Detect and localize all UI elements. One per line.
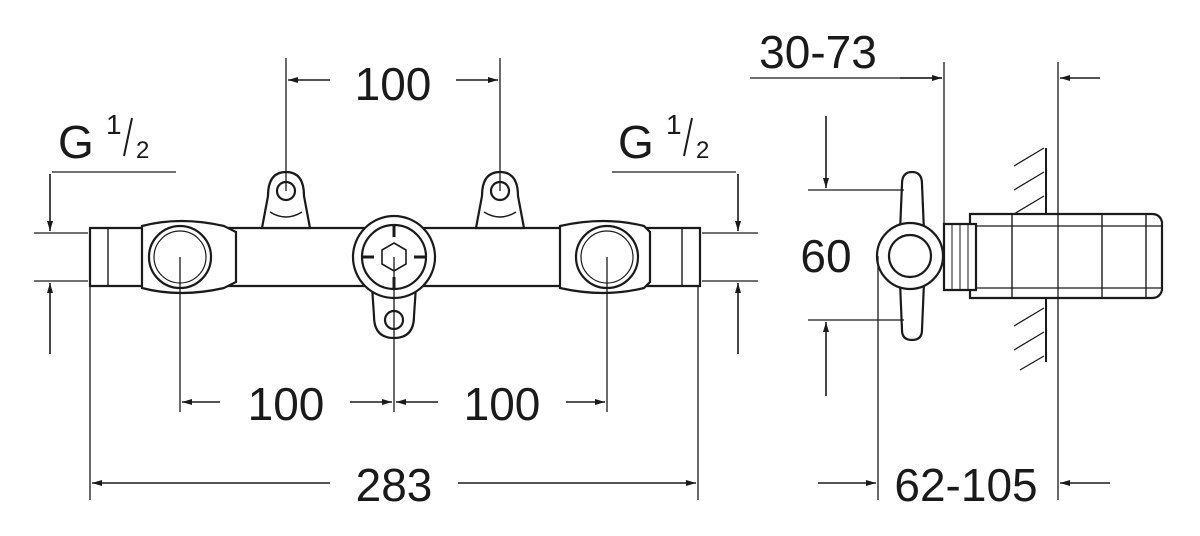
dim-side-top: 30-73	[759, 26, 877, 78]
front-extension-lines	[34, 58, 758, 500]
outlet-boss-left	[140, 219, 238, 295]
body-block	[968, 212, 1164, 300]
front-view	[88, 170, 702, 340]
side-dimension-lines	[818, 75, 1110, 486]
thread-label-left: G 1 2	[58, 109, 149, 168]
svg-text:G: G	[58, 116, 94, 168]
svg-text:1: 1	[666, 109, 682, 140]
wall-hatch	[1013, 147, 1045, 371]
side-lug-top	[898, 170, 926, 234]
dim-side-bottom: 62-105	[894, 459, 1037, 511]
dim-right-spacing: 100	[464, 378, 541, 430]
side-view	[875, 147, 1164, 371]
svg-text:2: 2	[696, 137, 709, 164]
side-lug-bottom	[898, 280, 926, 342]
dim-top-spacing: 100	[355, 58, 432, 110]
svg-text:1: 1	[106, 109, 122, 140]
dim-left-spacing: 100	[248, 378, 325, 430]
side-outlet	[875, 221, 945, 291]
thread-label-right: G 1 2	[618, 109, 709, 168]
svg-text:G: G	[618, 116, 654, 168]
mounting-lug-right	[474, 170, 526, 230]
mounting-lug-left	[260, 170, 312, 230]
svg-text:2: 2	[136, 137, 149, 164]
front-dimension-lines	[47, 77, 741, 486]
dim-overall-width: 283	[356, 459, 433, 511]
outlet-boss-right	[558, 219, 652, 295]
dim-side-height: 60	[800, 230, 851, 282]
